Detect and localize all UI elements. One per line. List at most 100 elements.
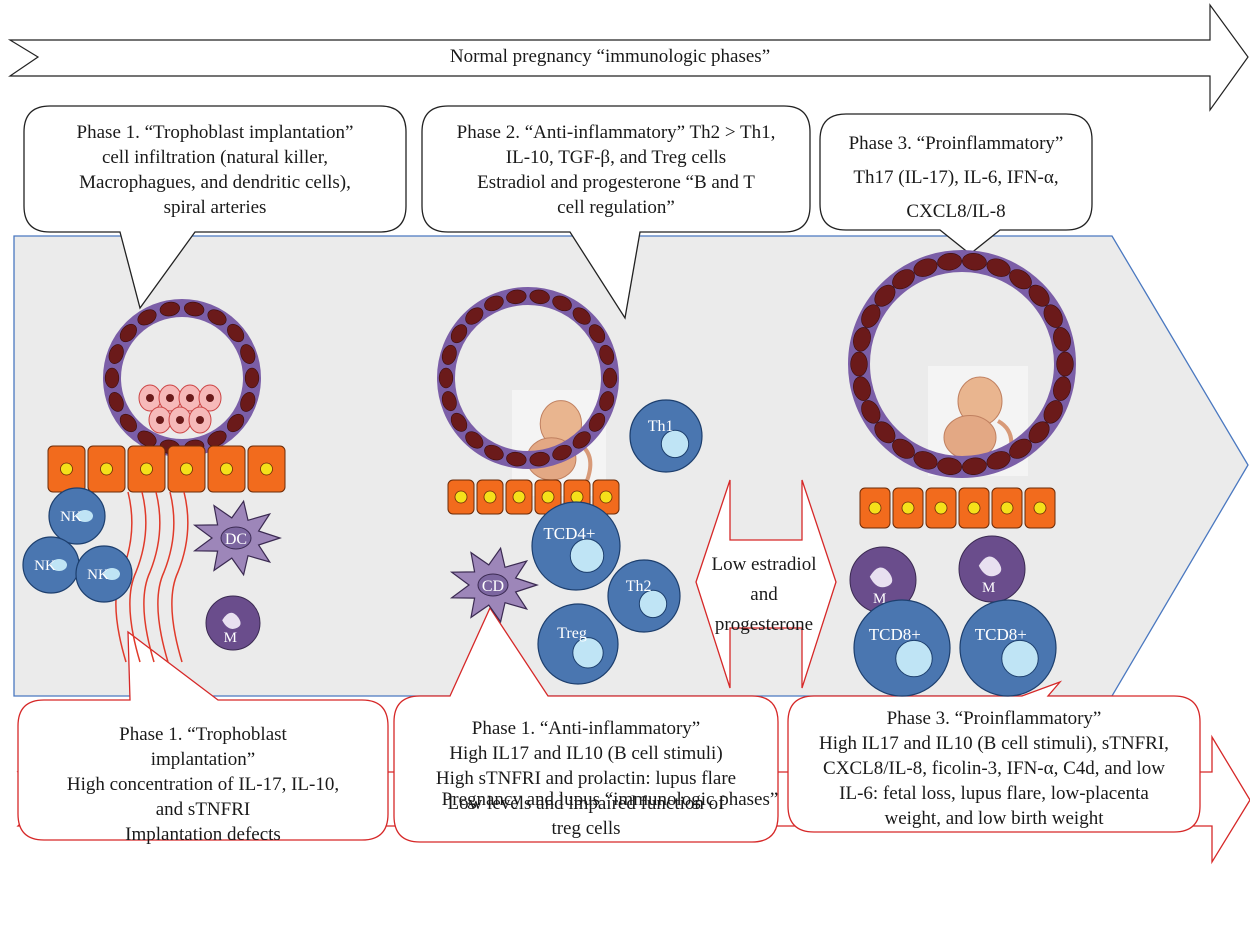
phase2-embryo-blob bbox=[599, 344, 615, 365]
phase1-macrophage-nucleus bbox=[222, 612, 241, 629]
tcd8-cell-2-nucleus bbox=[1001, 639, 1039, 678]
phase3-tissue-nucleus bbox=[967, 501, 981, 515]
nk-cell-1-label: NK bbox=[60, 509, 82, 525]
phase3-embryo-blob bbox=[1009, 269, 1032, 290]
top-arrow-label: Normal pregnancy “immunologic phases” bbox=[449, 46, 771, 67]
phase2-embryo-blob bbox=[450, 412, 468, 432]
phase1-embryo-blob bbox=[108, 392, 124, 412]
phase2-tissue-nucleus bbox=[541, 490, 555, 504]
treg-cell-label: Treg bbox=[557, 625, 587, 642]
phase3-embryo-blob bbox=[850, 351, 868, 377]
phase1-dendritic-cell-label: DC bbox=[225, 531, 247, 548]
phase1-embryo-blob bbox=[244, 367, 260, 389]
phase3-tissue-nucleus bbox=[1033, 501, 1047, 515]
trophoblast-nucleus bbox=[186, 394, 194, 402]
nk-cell-2-nucleus bbox=[51, 559, 67, 571]
spiral-artery bbox=[157, 491, 175, 663]
phase3-tissue-nucleus bbox=[901, 501, 915, 515]
tcd4-cell-label: TCD4+ bbox=[543, 524, 595, 543]
trophoblast-nucleus bbox=[166, 394, 174, 402]
phase1-embryo-blob bbox=[240, 344, 256, 364]
phase2-embryo-blob bbox=[552, 295, 572, 312]
phase2-embryo-blob bbox=[450, 324, 468, 344]
phase3-embryo-blob bbox=[1043, 400, 1063, 424]
phase3-lupus-callout-text: Phase 3. “Proinflammatory”High IL17 and … bbox=[819, 708, 1169, 829]
phase3-embryo-blob bbox=[892, 438, 915, 459]
phase2-tissue-nucleus bbox=[599, 490, 613, 504]
phase2-embryo-blob bbox=[465, 307, 484, 325]
phase2-normal-callout-text: Phase 2. “Anti-inflammatory” Th2 > Th1,I… bbox=[456, 122, 776, 218]
phase2-embryo-blob bbox=[588, 412, 606, 432]
th1-cell-label: Th1 bbox=[648, 418, 674, 435]
phase1-embryo-blob bbox=[119, 413, 137, 433]
phase3-embryo-blob bbox=[913, 258, 938, 277]
phase2-tissue-nucleus bbox=[454, 490, 468, 504]
phase1-tissue-nucleus bbox=[180, 462, 193, 476]
phase1-tissue-nucleus bbox=[220, 462, 233, 476]
phase2-embryo-blob bbox=[572, 307, 591, 325]
spiral-artery bbox=[143, 491, 161, 663]
phase3-embryo-blob bbox=[861, 304, 881, 328]
phase3-tissue-nucleus bbox=[1000, 501, 1014, 515]
phase1-embryo-blob bbox=[207, 309, 227, 326]
phase3-embryo-blob bbox=[861, 400, 881, 424]
phase2-embryo-blob bbox=[506, 451, 527, 467]
phase3-embryo-blob bbox=[1053, 327, 1071, 352]
phase3-embryo-blob bbox=[892, 269, 915, 290]
phase2-embryo-blob bbox=[588, 324, 606, 344]
phase3-embryo-blob bbox=[937, 253, 962, 271]
phase3-embryo-blob bbox=[986, 451, 1011, 470]
phase3-embryo-blob bbox=[853, 327, 871, 352]
phase3-macrophage-2-nucleus bbox=[978, 556, 1002, 577]
phase2-normal-callout bbox=[421, 105, 811, 320]
phase2-dendritic-cell-nucleus bbox=[477, 573, 509, 597]
phase1-embryo-blob bbox=[137, 430, 157, 447]
th2-cell-label: Th2 bbox=[626, 578, 652, 595]
phase3-lupus-callout bbox=[787, 680, 1201, 833]
phase2-embryo-blob bbox=[441, 344, 457, 365]
phase2-tissue-nucleus bbox=[570, 490, 584, 504]
phase1-tissue-nucleus bbox=[100, 462, 113, 476]
th2-cell-nucleus bbox=[638, 589, 668, 619]
spiral-artery bbox=[129, 491, 147, 663]
trophoblast-nucleus bbox=[146, 394, 154, 402]
tcd8-cell-1-label: TCD8+ bbox=[869, 625, 921, 644]
phase2-embryo-blob bbox=[599, 391, 615, 412]
phase1-embryo-blob bbox=[159, 301, 180, 317]
phase3-macrophage-2-label: M bbox=[982, 580, 995, 596]
phase1-embryo-blob bbox=[207, 430, 227, 447]
phase1-embryo-blob bbox=[240, 392, 256, 412]
phase1-lupus-callout bbox=[17, 630, 389, 841]
phase2-tissue-nucleus bbox=[512, 490, 526, 504]
phase1-embryo-blob bbox=[137, 309, 157, 326]
tcd4-cell-nucleus bbox=[569, 538, 605, 573]
phase3-embryo-blob bbox=[874, 284, 896, 307]
phase3-embryo-blob bbox=[1053, 376, 1071, 401]
phases-panel bbox=[13, 235, 1249, 697]
phase3-embryo-blob bbox=[1009, 438, 1032, 459]
phase3-macrophage-1-nucleus bbox=[869, 567, 893, 588]
phase1-embryo-blob bbox=[227, 323, 245, 343]
spiral-artery bbox=[171, 491, 189, 663]
phase3-embryo-blob bbox=[913, 451, 938, 470]
phase2-embryo-blob bbox=[602, 367, 618, 389]
phase2-embryo-blob bbox=[572, 431, 591, 449]
top-phase-arrow bbox=[7, 3, 1249, 112]
phase3-embryo-blob bbox=[962, 253, 987, 271]
phase3-tissue-nucleus bbox=[868, 501, 882, 515]
phase3-embryo-blob bbox=[1043, 304, 1063, 328]
nk-cell-3-label: NK bbox=[87, 567, 109, 583]
nk-cell-1-nucleus bbox=[77, 510, 93, 522]
phase3-normal-callout-text: Phase 3. “Proinflammatory”Th17 (IL-17), … bbox=[848, 133, 1064, 222]
phase1-embryo-blob bbox=[227, 413, 245, 433]
low-hormone-double-arrow bbox=[695, 479, 837, 689]
phase2-embryo-blob bbox=[441, 391, 457, 412]
phase3-embryo-blob bbox=[937, 457, 962, 475]
phase2-tissue-nucleus bbox=[483, 490, 497, 504]
phase3-embryo-blob bbox=[1028, 284, 1050, 307]
phase3-embryo-blob bbox=[1028, 421, 1050, 444]
